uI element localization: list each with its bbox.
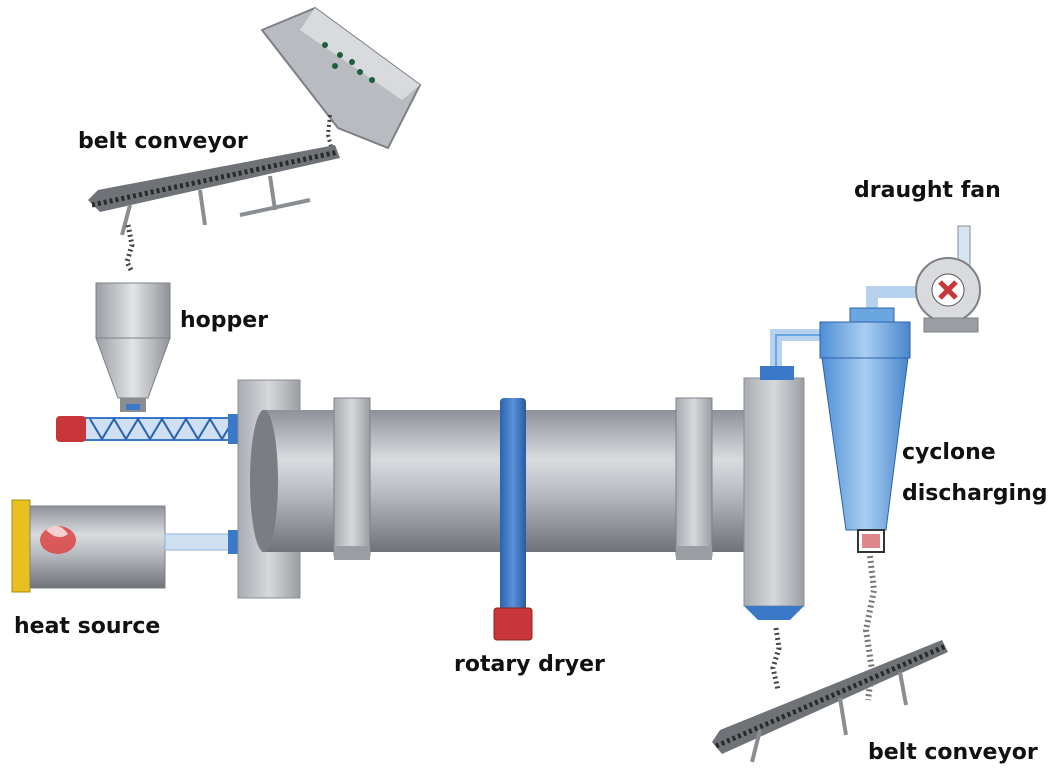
label-hopper: hopper <box>180 308 269 333</box>
belt-conveyor-bottom <box>712 640 948 763</box>
label-belt-conveyor-bottom: belt conveyor <box>868 740 1038 765</box>
label-rotary-dryer: rotary dryer <box>454 652 605 677</box>
label-cyclone: cyclone <box>902 440 996 465</box>
heat-source <box>11 499 240 593</box>
feed-bin <box>260 6 422 151</box>
rotary-dryer <box>237 366 805 691</box>
label-heat-source: heat source <box>14 614 161 639</box>
hopper <box>95 282 171 412</box>
label-draught-fan: draught fan <box>854 178 1001 203</box>
belt-conveyor-top <box>88 145 340 274</box>
label-discharging: discharging <box>902 481 1048 506</box>
draught-fan <box>915 225 981 333</box>
screw-feeder <box>56 414 242 444</box>
cyclone <box>819 307 911 701</box>
label-belt-conveyor-top: belt conveyor <box>78 129 248 154</box>
